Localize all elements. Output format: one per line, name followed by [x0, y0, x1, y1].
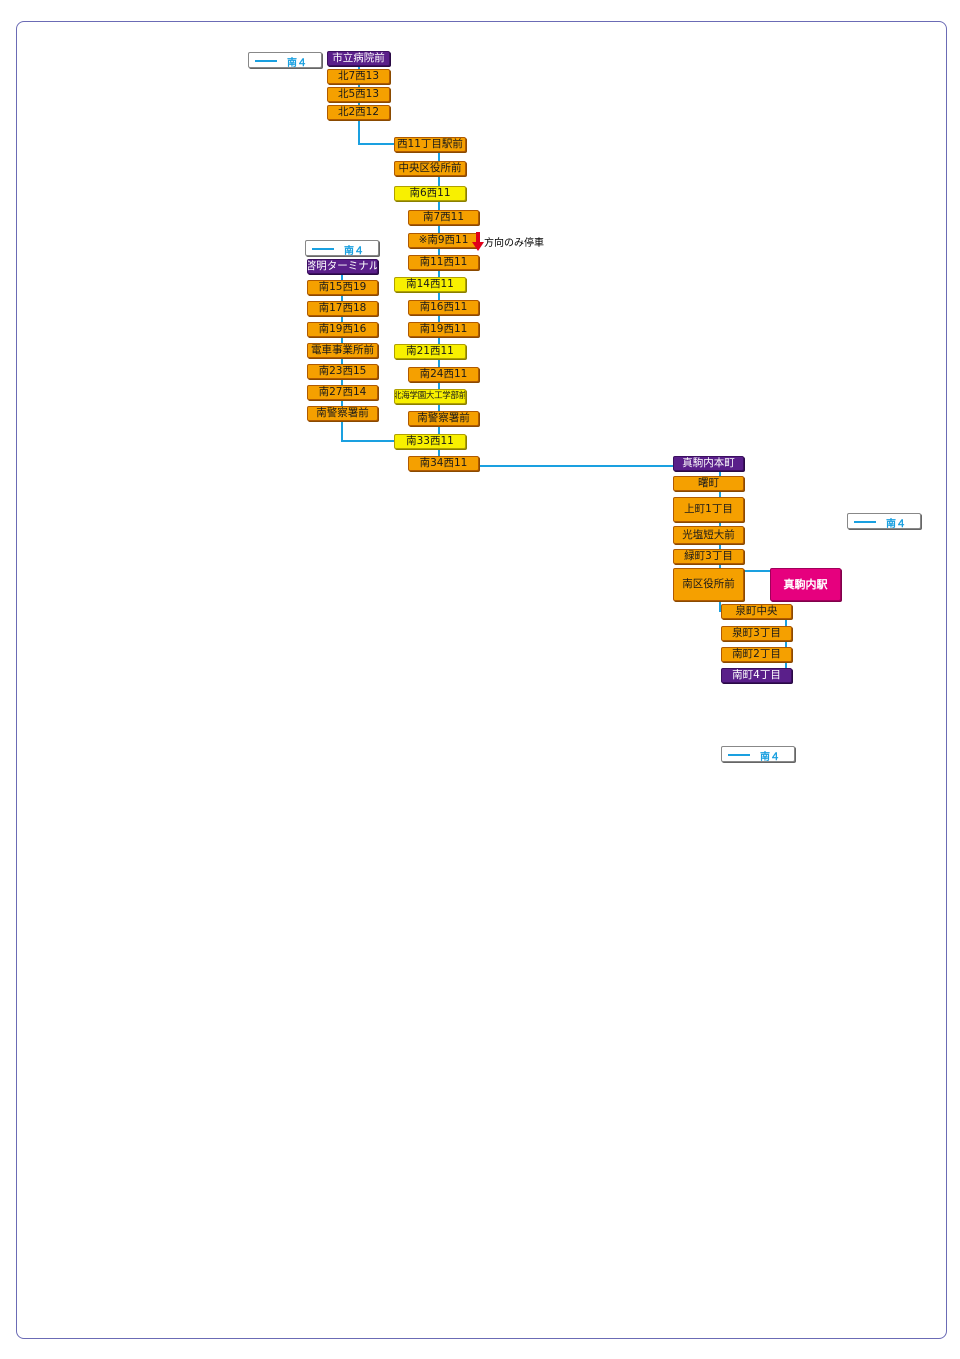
stop-minamimachi-2chome: 南町2丁目 — [721, 647, 792, 662]
stop-kita5-nishi13: 北5西13 — [327, 87, 390, 102]
stop-makomanai-honcho: 真駒内本町 — [673, 456, 744, 471]
stop-minami15-nishi19: 南15西19 — [307, 280, 378, 295]
stop-nishi11-chome-ekimae: 西11丁目駅前 — [394, 137, 466, 152]
stop-minamimachi-4chome: 南町4丁目 — [721, 668, 792, 683]
route-legend: 南４ — [847, 513, 921, 530]
stop-kita7-nishi13: 北7西13 — [327, 69, 390, 84]
station-makomanai: 真駒内駅 — [770, 568, 841, 601]
page-frame — [16, 21, 947, 1339]
stop-minami11-nishi11: 南11西11 — [408, 255, 479, 270]
stop-minami21-nishi11: 南21西11 — [394, 344, 466, 359]
route-legend: 南４ — [721, 746, 795, 763]
route-legend-label: 南４ — [344, 246, 364, 257]
stop-minami17-nishi18: 南17西18 — [307, 301, 378, 316]
route-line-sample — [728, 754, 750, 756]
stop-midorimachi-3chome: 緑町3丁目 — [673, 549, 744, 564]
down-arrow-icon — [472, 232, 484, 251]
direction-note: 方向のみ停車 — [484, 238, 544, 249]
stop-kouen-tandai-mae: 光塩短大前 — [673, 526, 744, 544]
stop-minami16-nishi11: 南16西11 — [408, 300, 479, 315]
line-segment-north — [358, 58, 396, 145]
route-legend-label: 南４ — [760, 752, 780, 763]
stop-akebonocho: 曙町 — [673, 476, 744, 491]
stop-minami33-nishi11: 南33西11 — [394, 434, 466, 449]
stop-chuo-kuyakusho-mae: 中央区役所前 — [394, 161, 466, 176]
stop-hokkai-gakuen-kogakubu-mae: 北海学園大工学部前 — [394, 389, 466, 404]
route-legend: 南４ — [305, 240, 379, 257]
route-legend: 南４ — [248, 52, 322, 69]
route-line-sample — [255, 60, 277, 62]
stop-minami-kuyakusho-mae: 南区役所前 — [673, 568, 744, 601]
stop-izumimachi-3chome: 泉町3丁目 — [721, 626, 792, 641]
stop-shiritsu-byoin-mae: 市立病院前 — [327, 51, 390, 66]
stop-kamimachi-1chome: 上町1丁目 — [673, 497, 744, 522]
stop-keimei-terminal: 啓明ターミナル — [307, 259, 378, 274]
stop-minami-keisatsusho-mae-branch: 南警察署前 — [307, 406, 378, 421]
stop-minami34-nishi11: 南34西11 — [408, 456, 479, 471]
stop-izumimachi-chuo: 泉町中央 — [721, 604, 792, 619]
stop-minami23-nishi15: 南23西15 — [307, 364, 378, 379]
route-line-sample — [854, 521, 876, 523]
stop-minami14-nishi11: 南14西11 — [394, 277, 466, 292]
stop-minami9-nishi11: ※南9西11 — [408, 233, 479, 248]
stop-minami6-nishi11: 南6西11 — [394, 186, 466, 201]
stop-minami19-nishi16: 南19西16 — [307, 322, 378, 337]
stop-minami24-nishi11: 南24西11 — [408, 367, 479, 382]
stop-minami27-nishi14: 南27西14 — [307, 385, 378, 400]
stop-minami7-nishi11: 南7西11 — [408, 210, 479, 225]
stop-minami19-nishi11: 南19西11 — [408, 322, 479, 337]
route-line-sample — [312, 248, 334, 250]
route-legend-label: 南４ — [287, 58, 307, 69]
stop-kita2-nishi12: 北2西12 — [327, 105, 390, 120]
stop-minami-keisatsusho-mae: 南警察署前 — [408, 411, 479, 426]
route-legend-label: 南４ — [886, 519, 906, 530]
stop-densha-jigyosho-mae: 電車事業所前 — [307, 343, 378, 358]
